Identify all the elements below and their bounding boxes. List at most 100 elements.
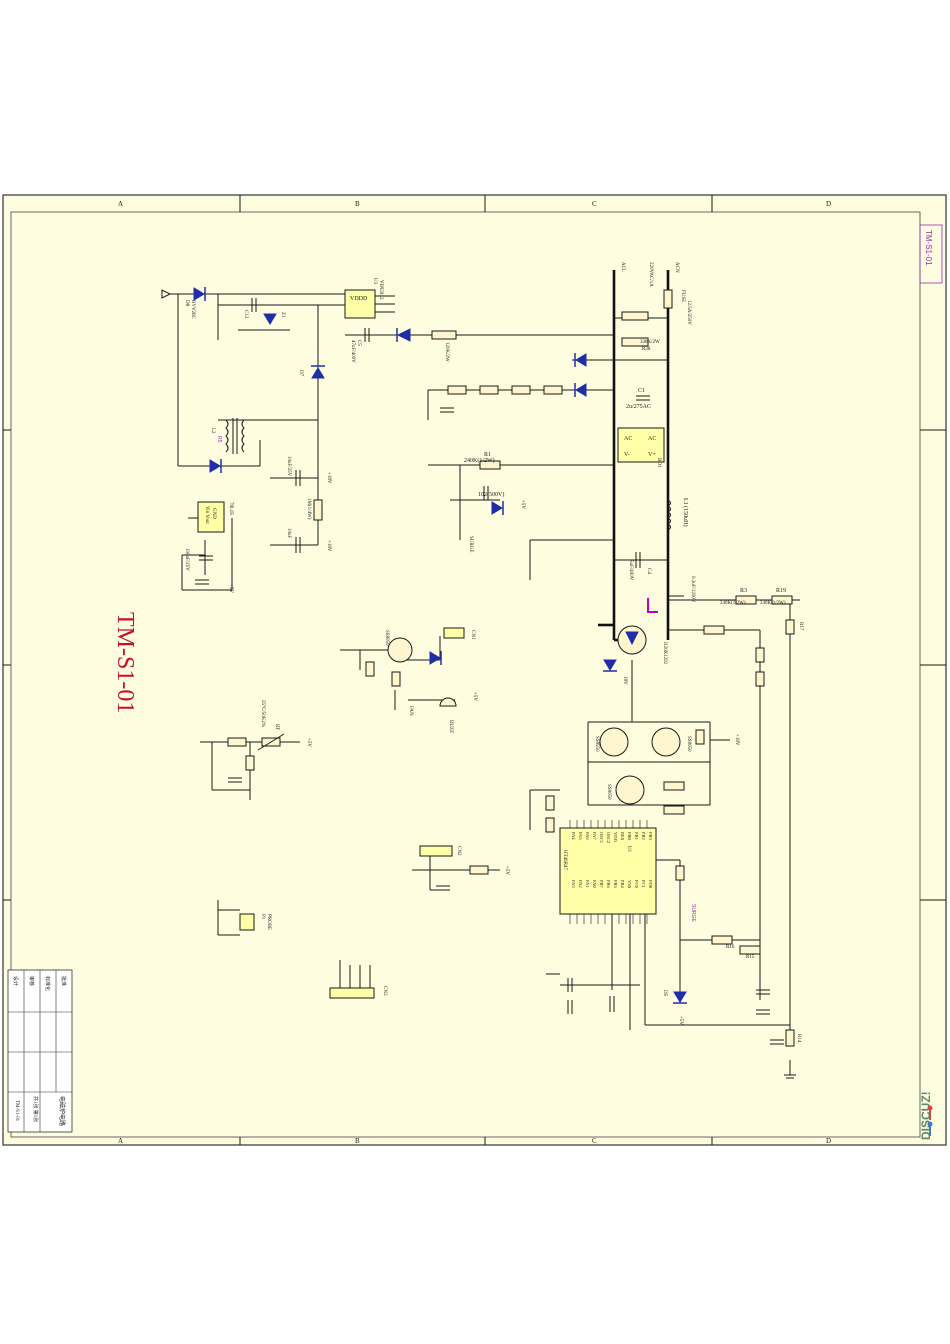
transistor-q3 — [651, 727, 681, 757]
transistor-q4 — [615, 775, 645, 805]
zener-z1 — [263, 313, 277, 325]
u3-pins: VDDD — [350, 296, 368, 302]
resistor-r20 — [663, 805, 685, 815]
u5-gnd: GND — [211, 508, 216, 519]
r1-value: 240K(1/2W) — [464, 457, 495, 464]
diode-d5 — [673, 991, 687, 1003]
u3-part: VIPER12 — [378, 280, 383, 300]
r16-label: R16 — [726, 945, 735, 950]
label-18v-top: +18V — [326, 472, 331, 484]
ground-symbol-1 — [161, 289, 172, 299]
resistor-r28 — [469, 865, 489, 875]
r1-label: R1 — [484, 452, 491, 458]
mcu-pin-right-0: PA3 — [571, 880, 576, 888]
smps-wires — [170, 293, 615, 591]
resistor-r1 — [479, 460, 501, 470]
mcu-pin-right-6: PB5 — [613, 880, 618, 889]
zone-letter-c-bottom: C — [592, 1137, 597, 1145]
resistor-r7 — [545, 817, 555, 833]
thermistor-arrow — [257, 733, 285, 751]
diode-d9 — [429, 651, 441, 665]
buzzer — [439, 697, 457, 707]
mcu-pin-left-0: PA4 — [571, 832, 576, 840]
connector-cn3 — [329, 987, 375, 999]
resistor-r24 — [365, 661, 375, 677]
sheet-title: TM-S1-01 — [112, 612, 138, 713]
bridge-rectifier-bd1 — [617, 427, 665, 463]
tb-sheet: 共1张 第1张 — [32, 1096, 39, 1122]
bd1-vminus: V- — [624, 452, 630, 458]
bd1-vplus: V+ — [648, 452, 656, 458]
label-18v-mid: +18V — [326, 540, 331, 552]
watermark-figures — [927, 1105, 933, 1136]
transistor-q2 — [599, 727, 629, 757]
ic-u3-viper12 — [344, 289, 376, 319]
tb-row-design: 设计 — [12, 976, 19, 986]
driver-wires — [587, 660, 730, 806]
mcu-pin-left-7: RES — [620, 832, 625, 841]
mcu-pin-right-10: PC1 — [641, 880, 646, 888]
corner-tag-box — [919, 224, 943, 284]
capacitor-c3 — [668, 595, 684, 601]
zone-letter-a: A — [118, 200, 123, 208]
capacitor-c5 — [364, 328, 370, 342]
mcu-pin-right-4: PB7 — [599, 880, 604, 889]
transformer-l2 — [225, 418, 245, 454]
mcu-wires — [529, 789, 790, 1030]
label-acl-top: ACL — [620, 262, 625, 272]
label-acn-top: ACN — [674, 262, 679, 273]
label-5v-ntc: +5V — [306, 738, 311, 747]
d7-label: D7 — [298, 370, 303, 377]
diode-d7 — [311, 367, 325, 379]
resistor-r13 — [663, 781, 685, 791]
mcu-pin-right-8: VSS — [627, 880, 632, 889]
cn2-label: CN2 — [456, 846, 461, 856]
label-5v-buzz: +5V — [472, 692, 477, 701]
ntc-value: 25°C/50K2% — [260, 700, 265, 727]
d5-label: D5 — [662, 990, 667, 997]
d8-label: D8 — [184, 300, 189, 307]
tb-company: 电磁炉电路 — [58, 1096, 66, 1126]
r5-label: R5 — [216, 436, 222, 443]
mcu-decoupling-caps — [546, 973, 615, 1014]
label-5v-d5: +5V — [678, 1016, 683, 1025]
c23-value: 10uF — [286, 528, 291, 539]
mcu-pin-left-8: PB0 — [627, 832, 632, 841]
resistor-r16 — [711, 935, 733, 945]
c21-value: 100uF/25V — [184, 548, 189, 571]
u3-ref: U3 — [372, 278, 377, 285]
bd1-ac-2: AC — [648, 436, 656, 442]
mcu-u1 — [559, 827, 657, 915]
capacitor-c12 — [251, 298, 257, 312]
q4-part: SS8050 — [606, 784, 611, 800]
resistor-r18 — [313, 499, 323, 521]
zd-value: 18V — [622, 676, 627, 685]
mcu-net-label: SURGE — [690, 904, 696, 922]
c12-label: C12 — [243, 310, 248, 319]
q3-part: SS8050 — [686, 736, 691, 752]
tb-row-approve: 批准 — [60, 976, 67, 986]
ntc-wires — [200, 741, 300, 800]
mcu-pin-left-5: OSC2 — [606, 832, 611, 843]
mcu-pin-right-3: PA0 — [592, 880, 597, 888]
capacitor-c6 — [440, 407, 454, 413]
c1-label: C1 — [638, 388, 645, 394]
zone-letter-d: D — [826, 200, 831, 208]
mcu-pin-left-6: VDD — [613, 832, 618, 842]
q2-part: SS8550 — [594, 736, 599, 752]
sheet-frame — [2, 194, 947, 1146]
r38-value: 330K/2W — [640, 340, 660, 345]
label-18v-driver: +18V — [734, 734, 739, 746]
r14-label: R14 — [796, 1034, 801, 1043]
mcu-pin-right-2: PA1 — [585, 880, 590, 888]
resistor-r38 — [621, 337, 649, 347]
q5-part: SS8050 — [384, 630, 389, 646]
zener-zd1 — [603, 659, 617, 671]
mcu-pin-left-10: PB2 — [641, 832, 646, 840]
capacitor-c4 — [635, 552, 641, 568]
resistor-r12 — [695, 729, 705, 745]
u5-part: 78L05 — [228, 502, 233, 516]
r15-label: R15 — [746, 955, 755, 960]
mcu-pin-left-9: PB1 — [634, 832, 639, 840]
